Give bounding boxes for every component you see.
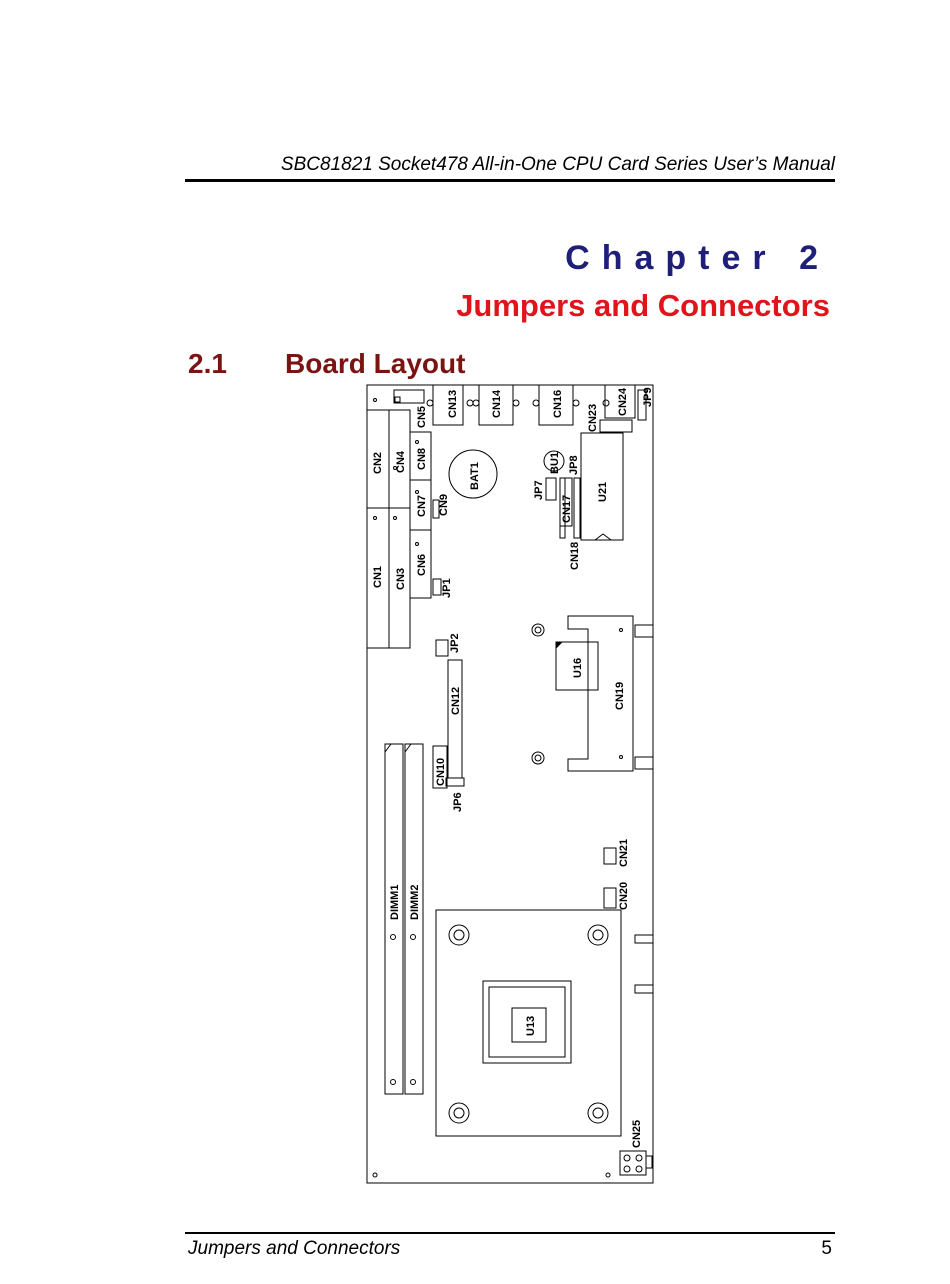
cn18-outline xyxy=(559,477,566,539)
footer-section-name: Jumpers and Connectors xyxy=(188,1238,401,1259)
header-rule xyxy=(185,179,835,182)
label-jp9: JP9 xyxy=(642,387,654,407)
label-u13: U13 xyxy=(525,1016,537,1036)
section-title: Board Layout xyxy=(285,348,466,379)
cn13-outline xyxy=(432,384,464,426)
label-cn6: CN6 xyxy=(416,554,428,576)
footer-rule xyxy=(185,1232,835,1234)
label-jp8: JP8 xyxy=(568,455,580,475)
label-jp1: JP1 xyxy=(441,578,453,598)
section-heading: 2.1 Board Layout xyxy=(188,348,465,380)
u21-outline xyxy=(580,432,624,541)
label-cn21: CN21 xyxy=(618,839,630,867)
label-cn10: CN10 xyxy=(435,758,447,786)
dimm1-outline xyxy=(384,743,404,1095)
label-jp2: JP2 xyxy=(449,633,461,653)
label-u16: U16 xyxy=(572,658,584,678)
chapter-label: Chapter 2 xyxy=(565,239,830,277)
bu1-outline xyxy=(543,450,565,472)
u13-outline xyxy=(511,1007,547,1043)
section-number: 2.1 xyxy=(188,348,227,379)
dimm2-outline xyxy=(404,743,424,1095)
cn12-outline xyxy=(447,659,463,779)
label-cn8: CN8 xyxy=(416,448,428,470)
label-cn7: CN7 xyxy=(416,495,428,517)
label-cn20: CN20 xyxy=(618,882,630,910)
label-bat1: BAT1 xyxy=(469,462,481,490)
label-cn9: CN9 xyxy=(438,494,450,516)
chapter-title: Jumpers and Connectors xyxy=(456,288,830,323)
label-cn24: CN24 xyxy=(617,387,629,416)
label-cn4: CN4 xyxy=(395,450,407,473)
board-layout-diagram: CN2 CN1 CN4 CN3 CN5 CN8 CN7 CN9 CN6 JP1 … xyxy=(350,380,670,1195)
label-cn1: CN1 xyxy=(372,566,384,588)
label-cn5: CN5 xyxy=(416,406,428,428)
label-cn2: CN2 xyxy=(372,452,384,474)
cn21-outline xyxy=(603,847,617,865)
label-cn14: CN14 xyxy=(491,389,503,418)
cn24-outline xyxy=(604,384,636,419)
cn14-outline xyxy=(478,384,514,426)
label-cn23: CN23 xyxy=(587,404,599,432)
cn16-outline xyxy=(538,384,574,426)
page-number: 5 xyxy=(821,1238,832,1259)
label-cn17: CN17 xyxy=(561,495,573,523)
cpu-socket-outline xyxy=(435,909,622,1137)
label-cn3: CN3 xyxy=(395,568,407,590)
label-bu1: BU1 xyxy=(549,452,561,474)
label-u21: U21 xyxy=(597,482,609,502)
label-cn12: CN12 xyxy=(450,687,462,715)
label-cn25: CN25 xyxy=(631,1120,643,1148)
label-cn13: CN13 xyxy=(447,390,459,418)
u16-outline xyxy=(555,641,599,691)
label-jp7: JP7 xyxy=(533,480,545,500)
cn25-outline xyxy=(619,1150,647,1176)
running-header: SBC81821 Socket478 All-in-One CPU Card S… xyxy=(280,154,835,175)
label-cn16: CN16 xyxy=(552,390,564,418)
label-jp6: JP6 xyxy=(452,792,464,812)
label-cn19: CN19 xyxy=(614,682,626,710)
label-dimm2: DIMM2 xyxy=(409,885,421,920)
cn6-outline xyxy=(409,529,432,599)
label-dimm1: DIMM1 xyxy=(389,885,401,920)
cn20-outline xyxy=(603,887,617,909)
cn19-outline xyxy=(567,615,634,772)
label-cn18: CN18 xyxy=(569,542,581,570)
cn10-outline xyxy=(432,745,448,789)
bat1-outline xyxy=(448,449,498,499)
